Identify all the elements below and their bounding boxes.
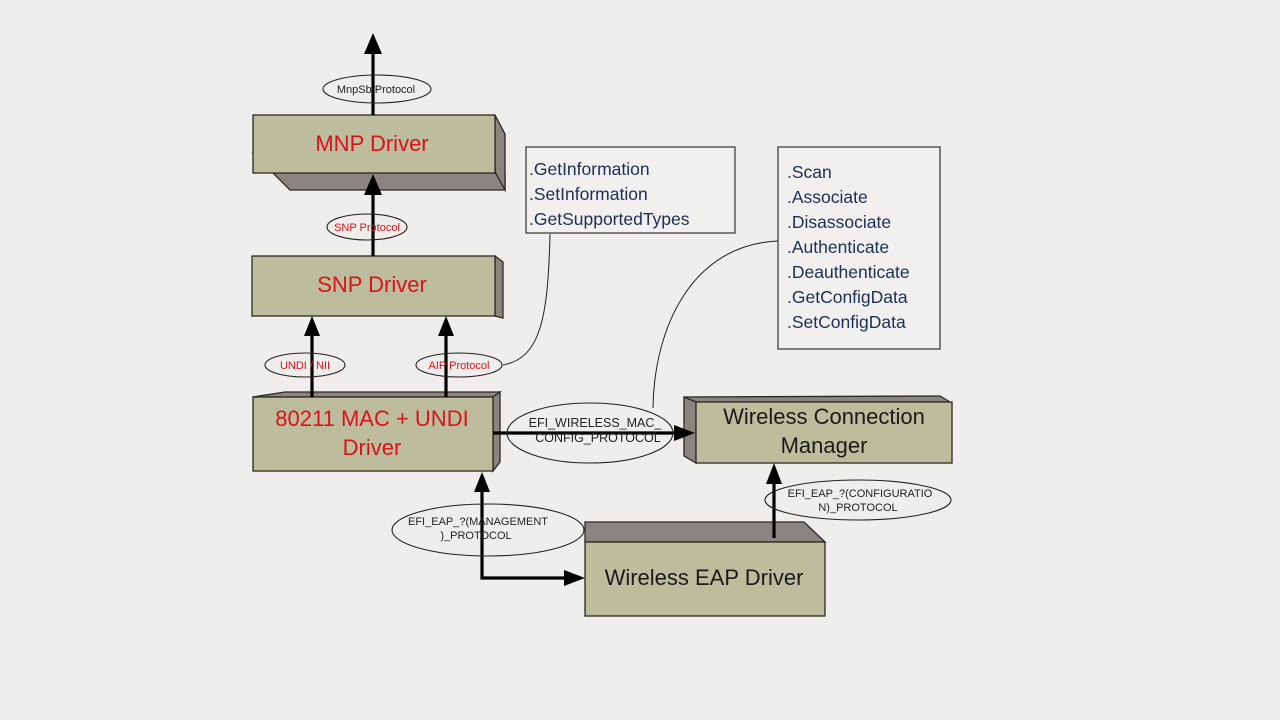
svg-text:AIP Protocol: AIP Protocol [429,360,490,372]
note-item: .GetSupportedTypes [529,209,690,229]
arrowhead-icon [766,463,782,484]
arrowhead-icon [474,472,490,492]
arrowhead-icon [674,425,695,441]
callout-connector-aip [502,233,551,366]
arrow-mac-eap-management [474,472,585,586]
mnp-driver-label: MNP Driver [315,131,428,156]
arrowhead-icon [304,316,320,336]
note-item: .Scan [787,162,832,182]
note-wireless-mac-config-methods: .Scan .Associate .Disassociate .Authenti… [777,146,941,350]
arrow-snp-to-mnp [364,174,382,256]
svg-text:SNP Protocol: SNP Protocol [334,222,400,234]
mac-undi-driver-front-face [252,396,494,472]
svg-text:N)_PROTOCOL: N)_PROTOCOL [818,502,897,514]
wcm-top-face [683,395,953,403]
note-aip-methods: .GetInformation .SetInformation .GetSupp… [525,146,736,234]
note-item: .Authenticate [787,237,889,257]
arrowhead-icon [364,33,382,54]
note-item: .SetConfigData [787,312,906,332]
edge-label-wireless-mac-config-protocol: EFI_WIRELESS_MAC_ CONFIG_PROTOCOL [506,402,674,464]
arrowhead-icon [438,316,454,336]
mnp-driver-front-face [252,114,496,174]
eap-driver-label: Wireless EAP Driver [605,565,804,590]
wcm-label-line1: Wireless Connection [723,404,925,429]
arrow-mnpsb-out [364,33,382,115]
edge-label-eap-configuration-protocol: EFI_EAP_?(CONFIGURATIO N)_PROTOCOL [764,479,952,521]
edge-label-aip-protocol: AIP Protocol [415,352,503,378]
mac-undi-driver-label-line2: Driver [343,435,402,460]
wcm-label-line2: Manager [781,433,868,458]
note-item: .GetInformation [529,159,650,179]
arrow-mac-to-wcm [493,425,695,441]
wireless-eap-driver-node: Wireless EAP Driver [584,521,827,617]
edge-label-mnpsb-protocol: MnpSb Protocol [322,74,432,104]
edge-label-eap-management-protocol: EFI_EAP_?(MANAGEMENT )_PROTOCOL [391,503,585,557]
svg-text:EFI_EAP_?(CONFIGURATIO: EFI_EAP_?(CONFIGURATIO [788,488,933,500]
wireless-connection-manager-node: Wireless Connection Manager [683,395,953,465]
note-item: .Associate [787,187,868,207]
snp-driver-side-face [494,254,504,319]
svg-text:MnpSb Protocol: MnpSb Protocol [337,84,415,96]
mac-undi-driver-label-line1: 80211 MAC + UNDI [275,406,468,431]
mac-undi-driver-top-face [252,391,503,398]
callout-connector-wireless-mac-config [652,240,779,409]
snp-driver-label: SNP Driver [317,272,427,297]
svg-text:EFI_WIRELESS_MAC_: EFI_WIRELESS_MAC_ [529,416,663,430]
svg-text:UNDI / NII: UNDI / NII [280,360,330,372]
arrow-aip-to-snp [438,316,454,397]
arrowhead-icon [364,174,382,195]
snp-driver-node: SNP Driver [251,254,504,319]
note-item: .Disassociate [787,212,891,232]
svg-text:)_PROTOCOL: )_PROTOCOL [440,530,511,542]
eap-driver-top-face [584,521,827,543]
svg-text:CONFIG_PROTOCOL: CONFIG_PROTOCOL [535,431,661,445]
mnp-driver-node: MNP Driver [251,114,506,193]
note-item: .GetConfigData [787,287,908,307]
note-item: .Deauthenticate [787,262,910,282]
mac-undi-driver-node: 80211 MAC + UNDI Driver [252,390,503,473]
edge-label-snp-protocol: SNP Protocol [326,213,408,241]
svg-text:EFI_EAP_?(MANAGEMENT: EFI_EAP_?(MANAGEMENT [408,516,548,528]
arrow-undi-to-snp [304,316,320,397]
edge-label-undi-nii: UNDI / NII [264,352,346,378]
note-item: .SetInformation [529,184,648,204]
arrowhead-icon [564,570,585,586]
wcm-front-face [695,401,953,464]
eap-driver-front-face [584,541,826,617]
